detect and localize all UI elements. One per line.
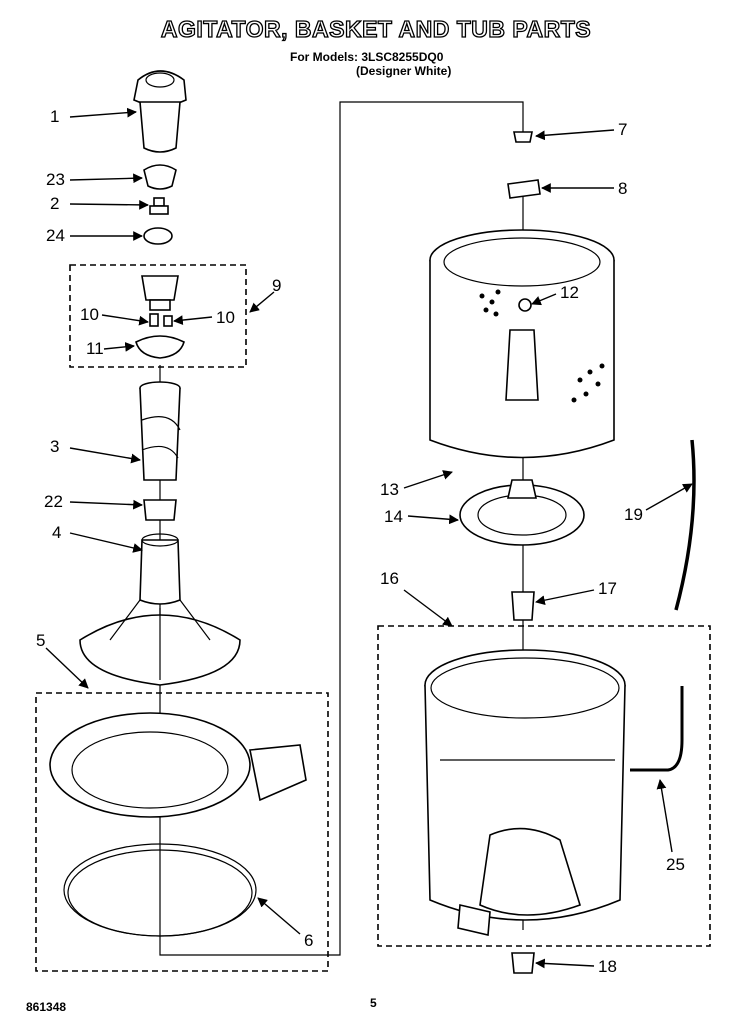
dog-ears [149, 313, 173, 327]
agitator-cap [133, 70, 187, 153]
agitator-auger [139, 381, 181, 481]
grommet [511, 952, 535, 974]
callout-6: 6 [304, 931, 314, 950]
models-line: For Models: 3LSC8255DQ0 [290, 50, 444, 64]
shaft-line-left [159, 101, 524, 956]
callout-23: 23 [46, 170, 65, 189]
page-title: AGITATOR, BASKET AND TUB PARTS [160, 15, 592, 42]
callout-17: 17 [598, 579, 617, 598]
callout-1: 1 [50, 107, 60, 126]
o-ring [143, 227, 173, 245]
callout-4: 4 [52, 523, 62, 542]
cam [135, 335, 185, 359]
callout-7: 7 [618, 120, 628, 139]
variant-line: (Designer White) [356, 64, 452, 78]
callout-9: 9 [272, 276, 282, 295]
callout-25: 25 [666, 855, 685, 874]
drive-cam [143, 499, 177, 521]
callout-22: 22 [44, 492, 63, 511]
callout-3: 3 [50, 437, 60, 456]
tub-ring [49, 712, 307, 818]
diagram-code: 861348 [26, 1000, 67, 1014]
agitator-base [79, 533, 241, 686]
drain-hose [674, 439, 696, 611]
agitator-bolt [149, 197, 169, 215]
spanner-nut [507, 179, 541, 199]
callout-13: 13 [380, 480, 399, 499]
cap-seal [143, 164, 177, 190]
callout-24: 24 [46, 226, 65, 245]
callout-11: 11 [86, 339, 104, 358]
kit-9-box [69, 264, 247, 368]
callout-16: 16 [380, 569, 399, 588]
tub-box [377, 625, 711, 947]
callout-18: 18 [598, 957, 617, 976]
callout-14: 14 [384, 507, 403, 526]
tub-seal [511, 591, 535, 621]
drive-block-ring [459, 479, 585, 546]
leader-lines [45, 107, 693, 969]
drive-bell [141, 275, 179, 311]
callout-8: 8 [618, 179, 628, 198]
outer-tub [424, 649, 626, 936]
hub-nut [513, 131, 533, 143]
callout-2: 2 [50, 194, 60, 213]
callout-10-right: 10 [216, 308, 235, 327]
callout-19: 19 [624, 505, 643, 524]
callout-10-left: 10 [80, 305, 99, 324]
tub-hose [630, 686, 684, 772]
tub-ring-box [35, 692, 329, 972]
callout-5: 5 [36, 631, 46, 650]
wash-basket [429, 229, 615, 459]
page-number: 5 [370, 996, 377, 1010]
callout-12: 12 [560, 283, 579, 302]
